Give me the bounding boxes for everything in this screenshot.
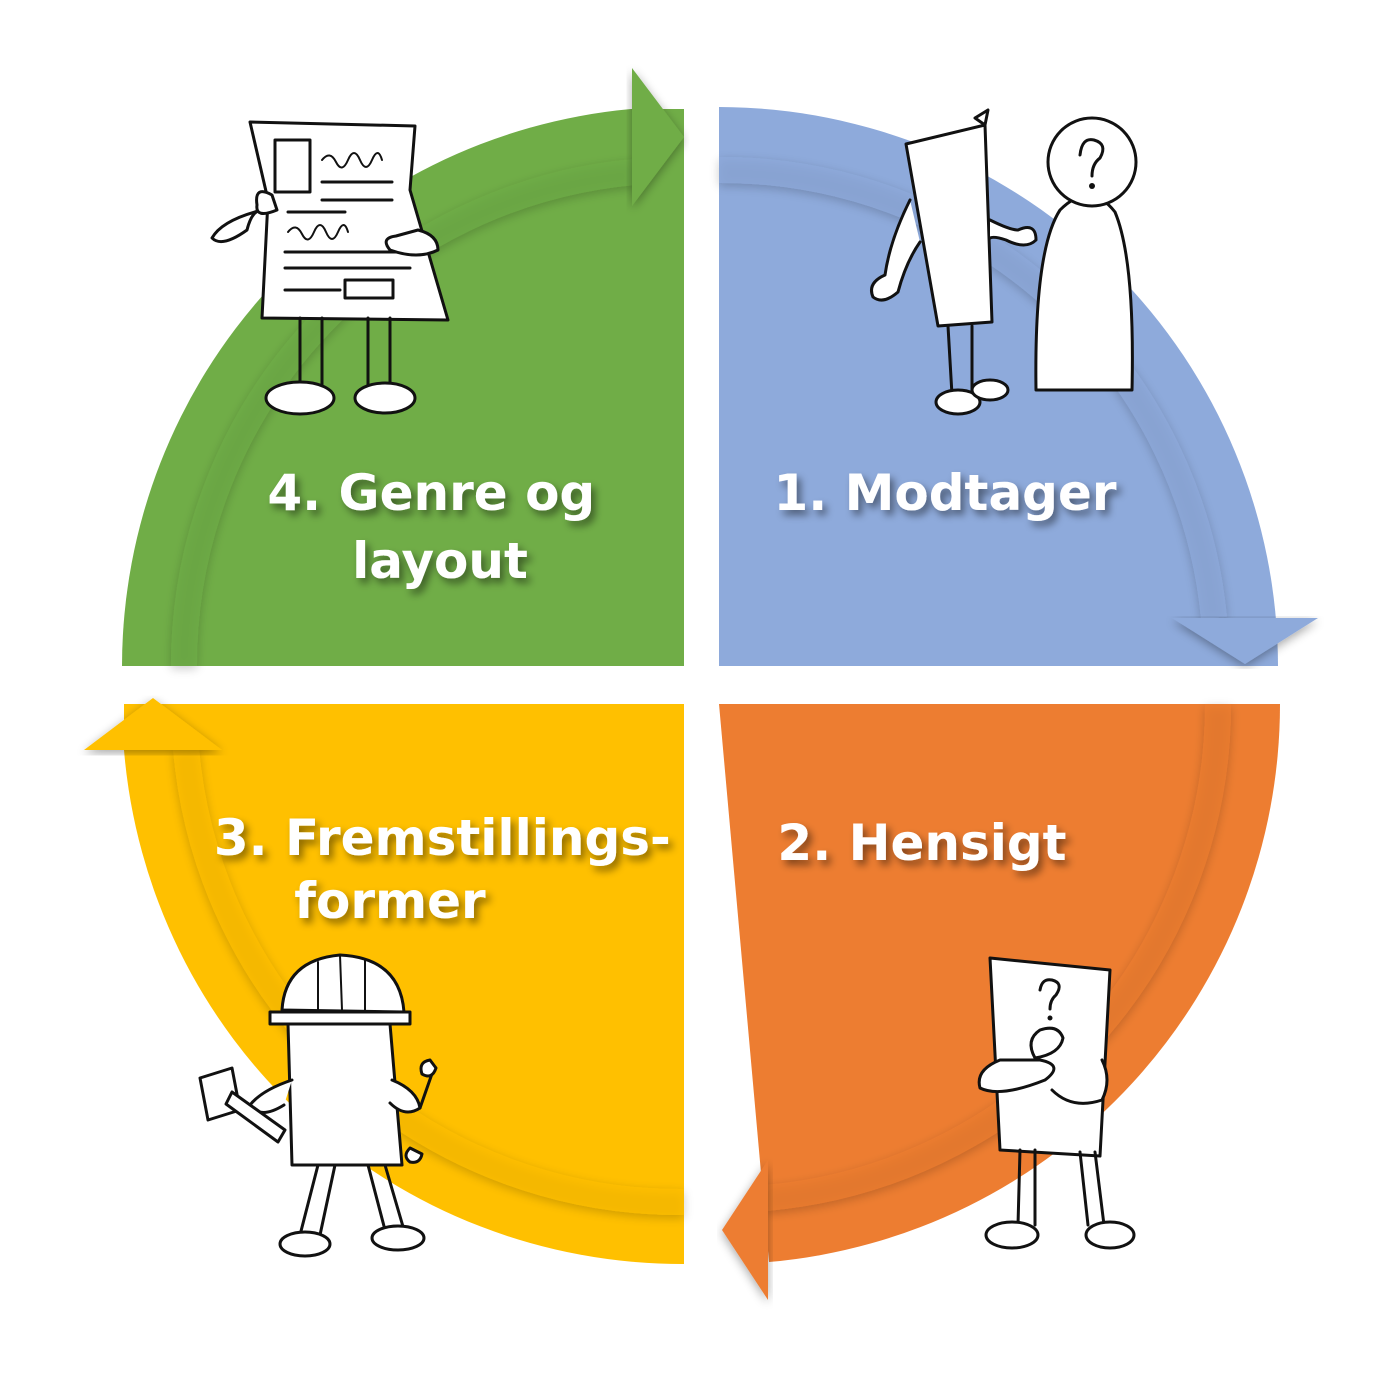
builder-document-icon [198, 953, 438, 1258]
quadrant-3-arrow-head [84, 698, 222, 750]
step-3-label: 3. Fremstillings- former [214, 809, 688, 930]
step-4-label-line-2: layout [352, 532, 528, 590]
step-3-label-line-2: former [294, 872, 486, 930]
step-3-label-line-1: 3. Fremstillings- [214, 809, 671, 867]
thinking-document-icon [977, 956, 1136, 1250]
reading-document-icon [210, 120, 450, 416]
step-4-label: 4. Genre og layout [267, 464, 612, 590]
step-1-label-line-1: 1. Modtager [773, 464, 1116, 522]
quadrant-3-fill [124, 704, 684, 1265]
step-4-label-line-1: 4. Genre og [267, 464, 595, 522]
quadrant-1 [718, 107, 1318, 666]
quadrant-4-arrow-arc [170, 159, 636, 667]
step-2-label-line-1: 2. Hensigt [777, 814, 1066, 872]
quadrant-2-arrow-head [722, 1160, 768, 1300]
quadrant-1-arrow-head [1172, 618, 1318, 664]
receiver-and-person-icon [870, 108, 1138, 416]
step-2-label: 2. Hensigt [777, 814, 1066, 872]
quadrant-4-arrow-head [632, 68, 684, 206]
step-1-label: 1. Modtager [773, 464, 1116, 522]
